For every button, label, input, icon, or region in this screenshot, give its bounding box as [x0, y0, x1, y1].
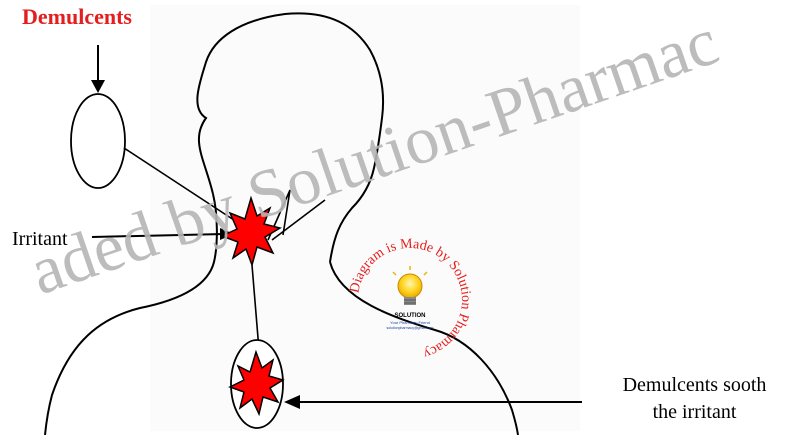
stamp-brand: SOLUTION [395, 313, 426, 319]
down-arrow-head [91, 80, 105, 93]
irritant-label: Irritant [12, 228, 68, 251]
sooth-label-line2: the irritant [592, 399, 797, 426]
demulcents-label: Demulcents [22, 4, 132, 30]
stamp-tagline: Your Pharmacy Friend [390, 320, 430, 325]
sooth-label-line1: Demulcents sooth [592, 372, 797, 399]
sooth-label: Demulcents sooth the irritant [592, 372, 797, 426]
demulcent-oval [71, 94, 125, 188]
stamp-email: solutionpharmacy@gmail.com [387, 326, 434, 330]
